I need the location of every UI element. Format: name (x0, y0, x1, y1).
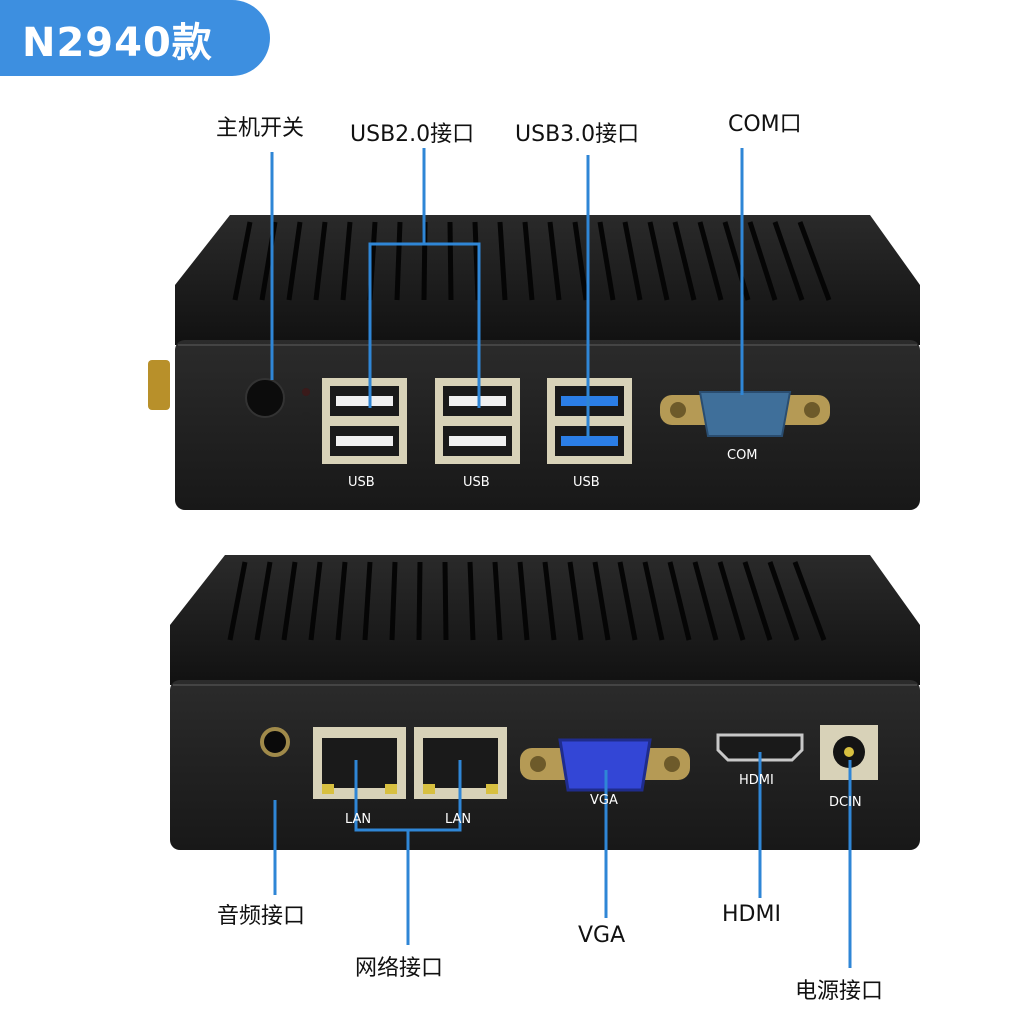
power-button (245, 378, 285, 418)
front-unit (148, 215, 920, 510)
usb2-port-group-1 (322, 378, 407, 464)
port-label-usb-3: USB (573, 475, 600, 490)
port-label-lan-1: LAN (345, 812, 372, 827)
label-network: 网络接口 (355, 956, 444, 981)
label-hdmi: HDMI (722, 902, 781, 927)
com-port (660, 391, 830, 437)
port-label-com: COM (727, 448, 758, 463)
label-power-switch: 主机开关 (216, 116, 305, 141)
vga-port (520, 738, 690, 792)
port-label-usb-1: USB (348, 475, 375, 490)
label-usb3: USB3.0接口 (515, 122, 640, 147)
port-label-hdmi: HDMI (739, 773, 774, 788)
port-label-usb-2: USB (463, 475, 490, 490)
port-label-vga: VGA (590, 793, 618, 808)
lan-port-1 (313, 727, 406, 799)
heatsink-fins-front (232, 221, 832, 301)
port-label-dcin: DCIN (829, 795, 862, 810)
antenna-connector (148, 360, 170, 410)
model-badge (0, 0, 270, 76)
audio-jack (260, 727, 290, 757)
heatsink-fins-back (227, 561, 827, 641)
label-com: COM口 (728, 112, 802, 137)
model-title: N2940款 (22, 20, 213, 66)
callout-lines (270, 148, 852, 968)
hdmi-port (716, 733, 804, 762)
back-unit (170, 555, 920, 850)
label-power-jack: 电源接口 (795, 979, 884, 1004)
label-usb2: USB2.0接口 (350, 122, 475, 147)
port-label-lan-2: LAN (445, 812, 472, 827)
label-audio: 音频接口 (217, 904, 306, 929)
label-vga: VGA (578, 923, 626, 948)
